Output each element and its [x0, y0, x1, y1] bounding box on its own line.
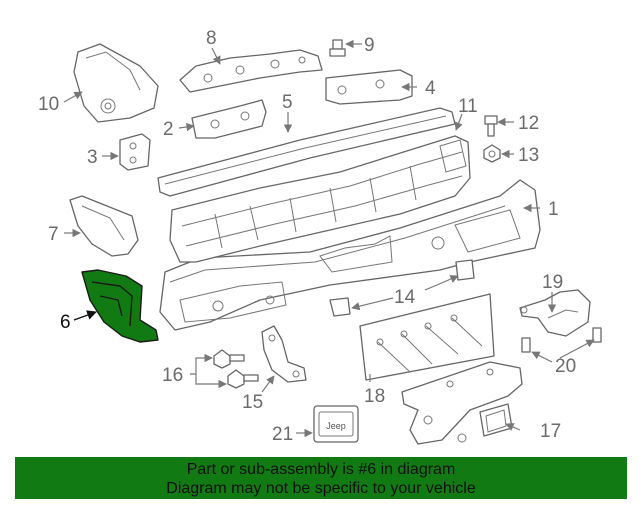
bracket-part-15[interactable]	[261, 325, 307, 383]
bolt-part-9[interactable]	[329, 39, 346, 57]
badge-part-21[interactable]: Jeep	[313, 405, 359, 443]
callout-17[interactable]: 17	[540, 421, 561, 442]
inner-bumper-structure-part-11[interactable]	[169, 135, 471, 263]
bolt-part-20[interactable]	[521, 327, 602, 353]
end-bracket-part-7[interactable]	[69, 195, 139, 257]
callout-6[interactable]: 6	[60, 312, 71, 333]
callout-21[interactable]: 21	[272, 424, 293, 445]
callout-13[interactable]: 13	[518, 145, 539, 166]
callout-8[interactable]: 8	[206, 28, 217, 49]
callout-7[interactable]: 7	[48, 224, 59, 245]
bumper-end-cap-part-10[interactable]	[73, 43, 159, 123]
pad-part-14[interactable]	[329, 259, 475, 317]
callout-labels: 1 2 3 4 5 6 7 8 9 10 11 12 13 14 15 16 1…	[38, 28, 576, 445]
banner-line-2: Diagram may not be specific to your vehi…	[166, 480, 476, 497]
callout-20[interactable]: 20	[555, 356, 576, 377]
callout-4[interactable]: 4	[425, 78, 436, 99]
leader-lines	[63, 39, 595, 438]
callout-2[interactable]: 2	[163, 119, 174, 140]
bolt-part-12[interactable]	[484, 115, 498, 137]
callout-5[interactable]: 5	[282, 92, 293, 113]
nut-part-13[interactable]	[483, 144, 501, 163]
callout-15[interactable]: 15	[242, 392, 263, 413]
callout-18[interactable]: 18	[364, 386, 385, 407]
bracket-part-3[interactable]	[119, 133, 151, 171]
callout-14[interactable]: 14	[394, 287, 416, 308]
parts-diagram: Jeep 1 2 3 4 5 6 7 8 9	[38, 28, 602, 445]
bolt-part-16[interactable]	[213, 349, 259, 389]
hardware-panel-part-18[interactable]	[359, 293, 495, 381]
hitch-receiver-part-17[interactable]	[401, 361, 523, 445]
callout-19[interactable]: 19	[542, 272, 563, 293]
bracket-part-19[interactable]	[519, 289, 591, 337]
callout-1[interactable]: 1	[548, 199, 559, 220]
callout-3[interactable]: 3	[87, 147, 98, 168]
callout-11[interactable]: 11	[458, 96, 478, 117]
banner-line-1: Part or sub-assembly is #6 in diagram	[186, 461, 456, 478]
highlighted-part-6[interactable]	[81, 269, 159, 343]
badge-text: Jeep	[326, 421, 346, 431]
rear-bumper-bar-part-1[interactable]	[159, 179, 541, 331]
callout-12[interactable]: 12	[518, 113, 539, 134]
callout-9[interactable]: 9	[364, 35, 375, 56]
callout-10[interactable]: 10	[38, 94, 59, 115]
bracket-part-4[interactable]	[325, 69, 413, 105]
callout-16[interactable]: 16	[162, 365, 183, 386]
info-banner: Part or sub-assembly is #6 in diagram Di…	[15, 457, 627, 499]
bracket-part-2[interactable]	[191, 99, 267, 139]
upper-bracket-part-8[interactable]	[179, 49, 323, 93]
